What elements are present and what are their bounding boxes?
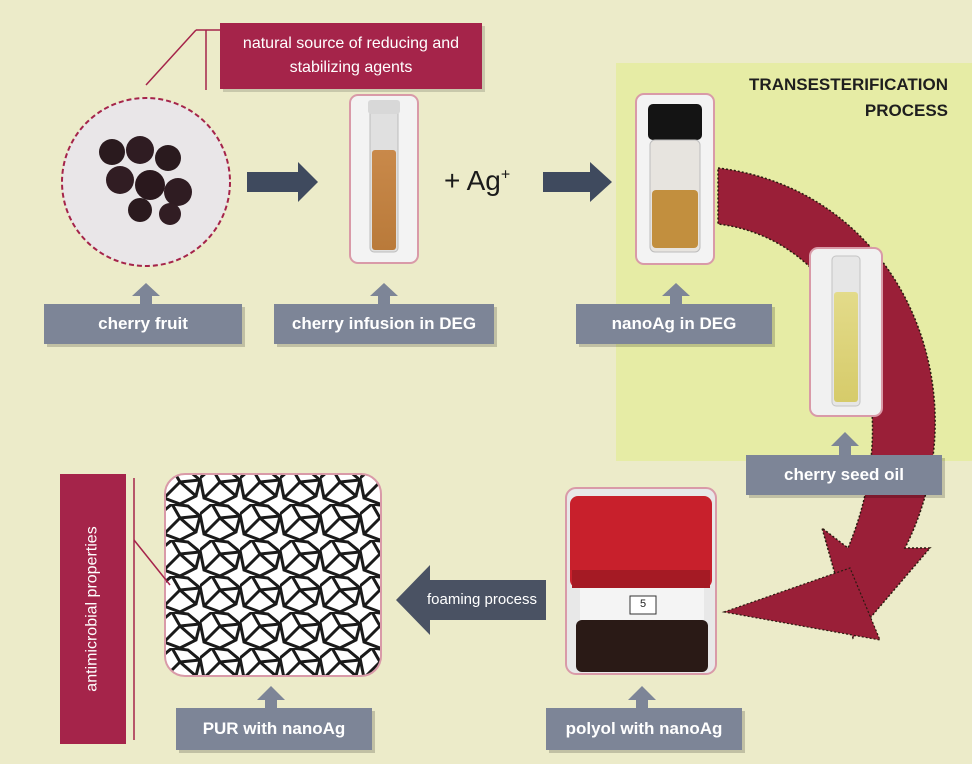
up-arrow-polyol [628, 686, 656, 708]
silver-ion-reagent: + Ag+ [444, 165, 510, 197]
label-nanoag-deg: nanoAg in DEG [576, 304, 772, 344]
label-pur: PUR with nanoAg [176, 708, 372, 750]
cherry-fruit-image [61, 97, 231, 267]
transesterification-title: TRANSESTERIFICATION PROCESS [749, 75, 948, 120]
foaming-arrow [396, 565, 546, 635]
jar-number: 5 [639, 598, 647, 610]
up-arrow-fruit [132, 283, 160, 304]
up-arrow-oil [831, 432, 859, 455]
up-arrow-pur [257, 686, 285, 708]
arrow-to-nanoag [543, 162, 612, 202]
antimicrobial-label-wrap: antimicrobial properties [60, 474, 126, 744]
infusion-vial-image [349, 94, 419, 264]
reducing-agents-note: natural source of reducing and stabilizi… [220, 23, 482, 89]
label-cherry-fruit: cherry fruit [44, 304, 242, 344]
up-arrow-nanoag [662, 283, 690, 304]
antimicrobial-label: antimicrobial properties [84, 526, 101, 692]
label-cherry-seed-oil: cherry seed oil [746, 455, 942, 495]
label-polyol: polyol with nanoAg [546, 708, 742, 750]
reagent-charge: + [500, 166, 511, 184]
note-connector [145, 29, 220, 90]
seed-oil-vial-image [809, 247, 883, 417]
antimicrobial-connector [133, 478, 171, 740]
polyol-jar-image [565, 487, 717, 675]
up-arrow-infusion [370, 283, 398, 304]
nanoag-vial-image [635, 93, 715, 265]
label-cherry-infusion: cherry infusion in DEG [274, 304, 494, 344]
arrow-to-infusion [247, 162, 318, 202]
pur-foam-image [164, 473, 382, 677]
reagent-text: + Ag [444, 165, 501, 196]
antimicrobial-box [60, 474, 126, 744]
foaming-process-label: foaming process [426, 590, 538, 608]
curve-arrow-tail [721, 567, 881, 641]
